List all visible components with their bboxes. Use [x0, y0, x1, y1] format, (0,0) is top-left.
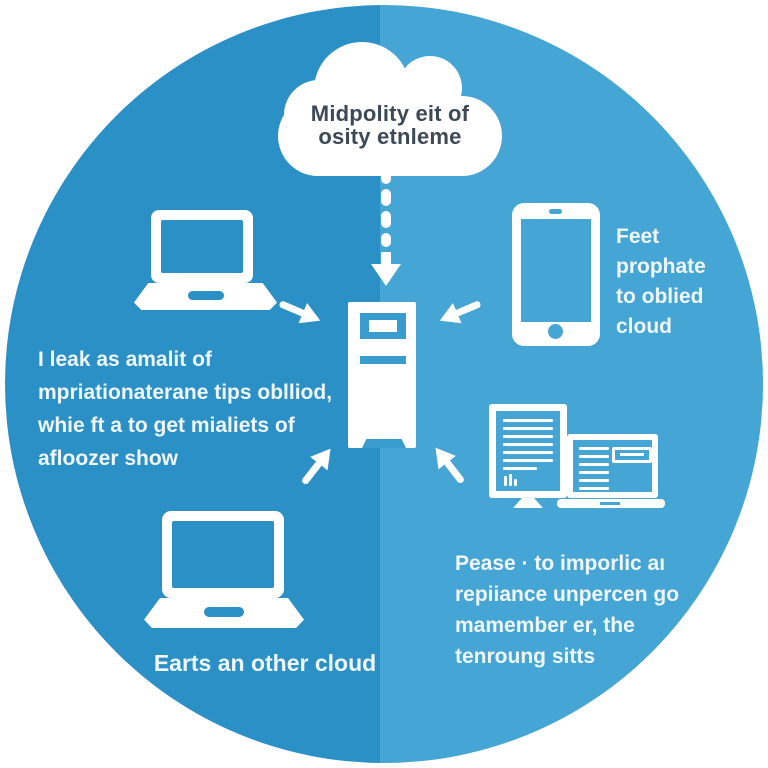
right-text-line: cloud [616, 315, 672, 338]
document-line [579, 487, 609, 490]
laptop-screen [161, 220, 243, 273]
left-text-line: I leak as amalit of [38, 348, 212, 371]
mini-bar [514, 479, 517, 486]
screen-widget-box-line [620, 453, 644, 456]
cloud-icon: Midpolity eit of osity etnleme [278, 40, 502, 176]
laptop-trackpad-slot [188, 291, 224, 300]
bottom-right-text-line: Pease · to imporlic aı [455, 552, 666, 575]
laptop-trackpad-slot [204, 607, 244, 617]
mini-bar [504, 476, 507, 486]
document-line [503, 427, 553, 430]
cloud-label: Midpolity eit of osity etnleme [278, 102, 502, 148]
phone-home-button [548, 324, 563, 339]
bottom-right-text-line: mamember er, the [455, 614, 635, 637]
document-line [579, 455, 609, 458]
document-line [579, 447, 609, 450]
arrow-down-left-icon [439, 301, 481, 324]
left-text-line: mpriationaterane tips oblliod, [38, 381, 333, 404]
right-text-line: to oblied [616, 285, 704, 308]
document-line [503, 435, 553, 438]
laptop-screen [172, 521, 274, 588]
bottom-caption: Earts an other cloud [153, 650, 377, 676]
arrow-down-right-icon [279, 301, 321, 324]
document-line-short [503, 467, 537, 470]
arrow-up-right-icon [302, 448, 331, 485]
mini-bar [509, 474, 512, 486]
document-line [503, 459, 553, 462]
right-text-line: prophate [616, 255, 706, 278]
monitor-stand [513, 498, 543, 508]
right-text-line: Feet [616, 225, 660, 248]
cloud-label-line1: Midpolity eit of [310, 101, 470, 126]
bottom-right-text-line: repiiance unpercen go [455, 583, 680, 606]
server-foot [362, 439, 406, 448]
document-line [579, 471, 609, 474]
dashed-down-arrow-icon [371, 167, 401, 286]
document-line [579, 463, 609, 466]
document-line [503, 451, 553, 454]
server-drive-bar [360, 356, 406, 364]
bottom-right-text-block: Pease · to imporlic aı repiiance unperce… [455, 548, 715, 672]
workstation-base-notch [600, 502, 620, 505]
bottom-right-text-line: tenroung sitts [455, 645, 595, 668]
phone-speaker [549, 209, 562, 214]
cloud-label-line2: osity etnleme [318, 124, 462, 149]
arrow-up-left-icon [435, 447, 464, 484]
phone-screen [521, 219, 591, 322]
document-line [579, 479, 609, 482]
document-line [503, 419, 553, 422]
left-text-line: whie ft a to get mialiets of [38, 414, 295, 437]
right-text-block: Feet prophate to oblied cloud [616, 222, 746, 342]
left-text-line: afloozer show [38, 447, 179, 470]
server-panel-display [369, 320, 397, 332]
cloud-body [278, 96, 502, 176]
left-text-block: I leak as amalit of mpriationaterane tip… [38, 343, 358, 475]
document-line [503, 443, 553, 446]
